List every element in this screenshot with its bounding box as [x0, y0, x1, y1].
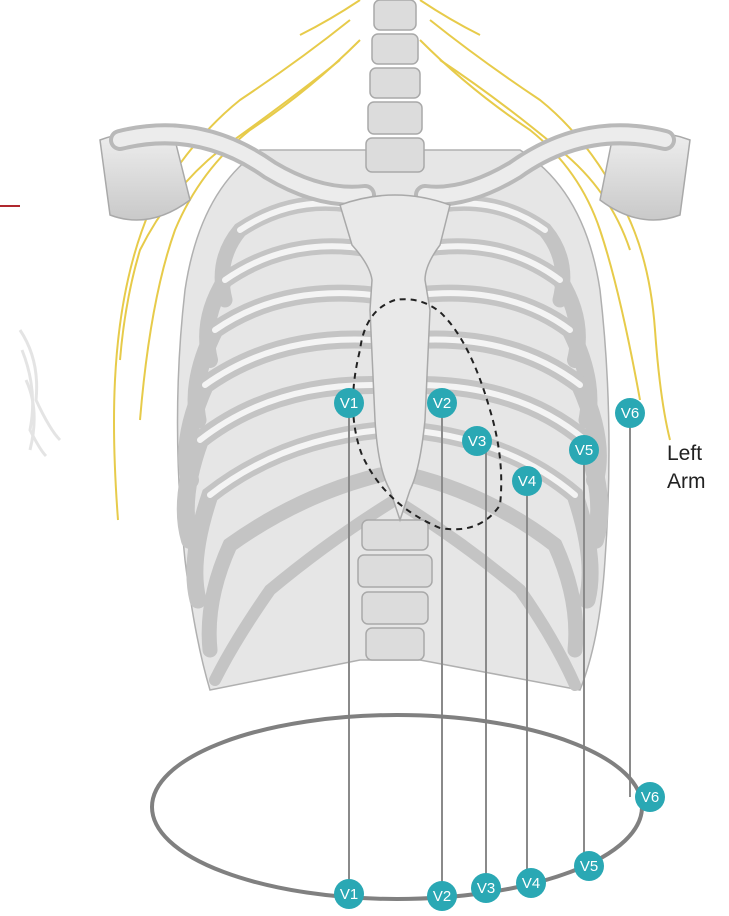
chest-electrode-v1: V1 — [334, 388, 364, 418]
ring-electrode-v3: V3 — [471, 873, 501, 903]
ring-electrode-v6: V6 — [635, 782, 665, 812]
ring-electrode-v2: V2 — [427, 881, 457, 911]
chest-electrode-label: V6 — [621, 405, 639, 422]
ring-electrode-label: V1 — [340, 886, 358, 903]
chest-electrode-label: V1 — [340, 395, 358, 412]
chest-cross-section-ring — [152, 715, 642, 899]
ring-electrode-v1: V1 — [334, 879, 364, 909]
chest-electrode-label: V5 — [575, 442, 593, 459]
chest-electrode-label: V2 — [433, 395, 451, 412]
ring-electrode-v5: V5 — [574, 851, 604, 881]
ring-electrode-label: V5 — [580, 858, 598, 875]
chest-electrode-v3: V3 — [462, 426, 492, 456]
chest-electrode-label: V4 — [518, 473, 536, 490]
ring-electrode-label: V4 — [522, 875, 540, 892]
ring-electrode-v4: V4 — [516, 868, 546, 898]
chest-electrode-v5: V5 — [569, 435, 599, 465]
ring-electrode-label: V2 — [433, 888, 451, 905]
left-arm-label-line2: Arm — [667, 470, 706, 494]
ring-electrode-label: V6 — [641, 789, 659, 806]
chest-electrode-v4: V4 — [512, 466, 542, 496]
chest-electrode-label: V3 — [468, 433, 486, 450]
left-arm-label-line1: Left — [667, 442, 702, 466]
ring-electrode-label: V3 — [477, 880, 495, 897]
chest-electrode-v6: V6 — [615, 398, 645, 428]
chest-electrode-v2: V2 — [427, 388, 457, 418]
hand-illustration — [20, 330, 60, 456]
